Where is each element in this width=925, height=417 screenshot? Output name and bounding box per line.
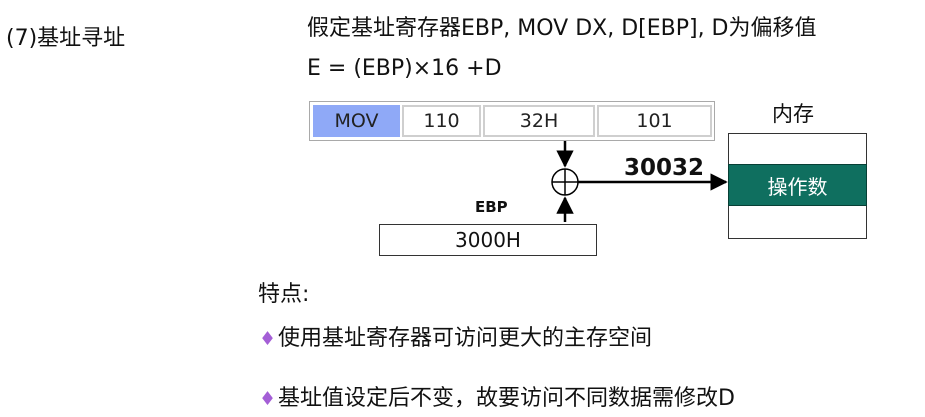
feature-item: ♦基址值设定后不变，故要访问不同数据需修改D (259, 380, 735, 412)
reg-field: 110 (402, 105, 481, 137)
feature-text: 基址值设定后不变，故要访问不同数据需修改D (278, 386, 735, 411)
feature-text: 使用基址寄存器可访问更大的主存空间 (278, 326, 653, 351)
feature-item: ♦使用基址寄存器可访问更大的主存空间 (259, 320, 652, 352)
address-formula: E = (EBP)×16 +D (307, 56, 502, 81)
bullet-diamond-icon: ♦ (259, 388, 277, 410)
operand-cell: 操作数 (728, 164, 867, 206)
memory-label: 内存 (772, 102, 814, 126)
section-title: (7)基址寻址 (6, 26, 126, 51)
features-title: 特点: (258, 282, 310, 307)
opcode-field: MOV (313, 105, 400, 137)
bullet-diamond-icon: ♦ (259, 328, 277, 350)
displacement-field: 32H (483, 105, 595, 137)
instruction-format: MOV 110 32H 101 (309, 101, 715, 141)
mode-field: 101 (597, 105, 712, 137)
register-name: EBP (475, 198, 508, 216)
memory-block: 操作数 (728, 133, 867, 239)
assumption-line: 假定基址寄存器EBP, MOV DX, D[EBP], D为偏移值 (307, 16, 817, 41)
effective-address: 30032 (624, 155, 705, 181)
register-value-box: 3000H (379, 224, 597, 256)
